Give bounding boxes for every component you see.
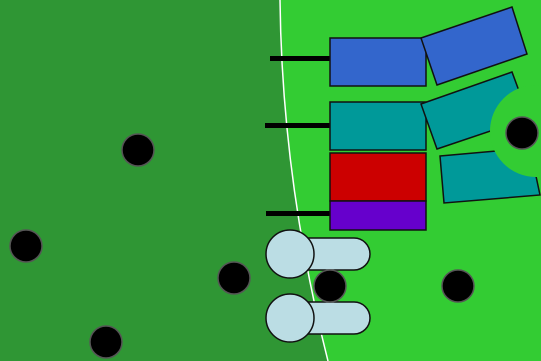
capsule-lower-head [266,294,314,342]
capsule-upper-head [266,230,314,278]
block-red[interactable] [330,153,426,201]
bar-bottom [266,211,332,216]
ball[interactable] [122,134,154,166]
ball[interactable] [442,270,474,302]
ball-in-ring[interactable] [506,117,538,149]
ball[interactable] [10,230,42,262]
block-blue[interactable] [330,38,426,86]
bar-middle [265,123,332,128]
bar-top [270,56,332,61]
ball[interactable] [218,262,250,294]
ball[interactable] [90,326,122,358]
block-teal[interactable] [330,102,426,150]
block-purple[interactable] [330,201,426,230]
ball[interactable] [314,270,346,302]
